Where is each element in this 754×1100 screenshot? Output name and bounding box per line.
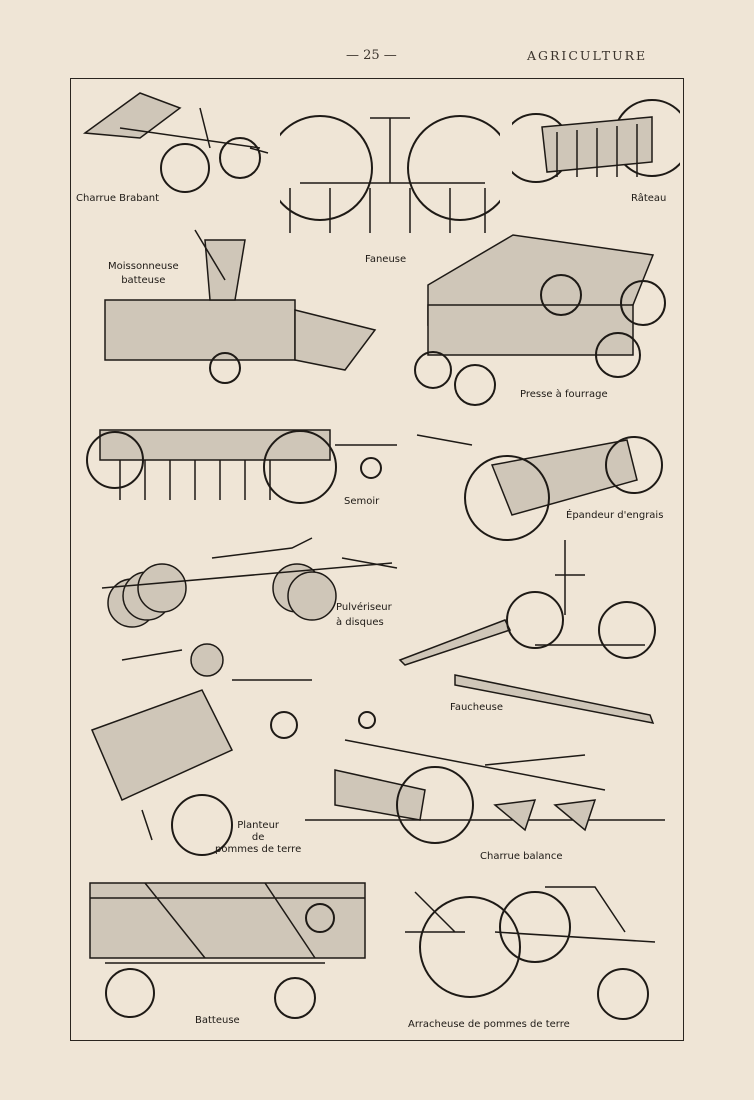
label-planteur-de-pommes-de-terre: Planteur de pommes de terre	[215, 820, 301, 856]
batteuse-illustration	[89, 882, 366, 1019]
label-charrue-balance: Charrue balance	[480, 851, 563, 862]
label-line: Moissonneuse	[108, 261, 179, 272]
label-line: batteuse	[121, 275, 166, 286]
label-faucheuse: Faucheuse	[450, 702, 503, 713]
label-semoir: Semoir	[344, 496, 380, 507]
label-line: Pulvériseur	[336, 602, 392, 613]
charrue-balance-illustration	[305, 711, 665, 844]
epandeur-d-engrais-illustration	[416, 434, 663, 541]
label-line: pommes de terre	[215, 844, 302, 855]
label-presse-a-fourrage: Presse à fourrage	[520, 389, 608, 400]
planteur-de-pommes-de-terre-illustration	[90, 643, 312, 856]
pulveriseur-a-disques-illustration	[101, 537, 398, 628]
label-charrue-brabant: Charrue Brabant	[76, 193, 159, 204]
arracheuse-de-pommes-de-terre-illustration	[405, 886, 656, 1020]
label-faneuse: Faneuse	[365, 254, 407, 265]
page-number: — 25 —	[346, 48, 397, 63]
charrue-brabant-illustration	[82, 92, 269, 193]
label-epandeur-d-engrais: Épandeur d'engrais	[566, 510, 664, 521]
label-line: Planteur	[237, 820, 280, 831]
faucheuse-illustration	[398, 540, 656, 724]
presse-a-fourrage-illustration	[414, 234, 666, 406]
label-pulveriseur-a-disques: Pulvériseur à disques	[336, 602, 392, 629]
label-line: de	[251, 832, 265, 843]
label-line: à disques	[336, 617, 384, 628]
label-moissonneuse-batteuse: Moissonneuse batteuse	[108, 261, 179, 287]
label-arracheuse-de-pommes-de-terre: Arracheuse de pommes de terre	[408, 1019, 570, 1030]
faneuse-illustration	[280, 115, 500, 233]
rateau-illustration	[512, 99, 680, 183]
illustration-plate	[70, 78, 684, 1041]
section-title: AGRICULTURE	[527, 48, 648, 63]
moissonneuse-batteuse-illustration	[104, 229, 377, 384]
label-batteuse: Batteuse	[195, 1015, 240, 1026]
semoir-illustration	[86, 429, 397, 504]
label-rateau: Râteau	[631, 193, 667, 204]
